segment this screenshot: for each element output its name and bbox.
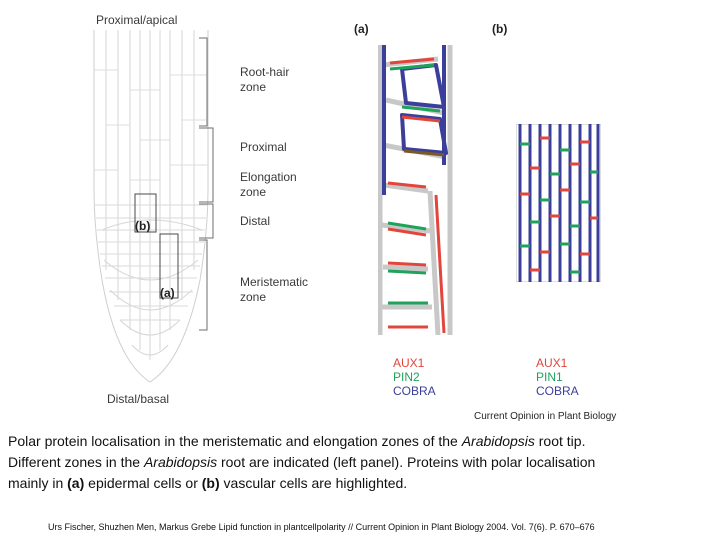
caption-line-1: Polar protein localisation in the merist… bbox=[8, 431, 708, 452]
zone-root-hair-label: Root-hair zone bbox=[240, 65, 289, 95]
legend-b-aux1: AUX1 bbox=[536, 356, 579, 370]
caption-line-2: Different zones in the Arabidopsis root … bbox=[8, 452, 708, 473]
zone-meristematic-label: Meristematic zone bbox=[240, 275, 308, 305]
box-a-label: (a) bbox=[160, 286, 175, 300]
panel-b-legend: AUX1 PIN1 COBRA bbox=[536, 356, 579, 398]
zone-proximal-label: Proximal bbox=[240, 140, 287, 155]
label-proximal-apical: Proximal/apical bbox=[96, 13, 177, 28]
zone-distal-label: Distal bbox=[240, 214, 270, 229]
legend-a-aux1: AUX1 bbox=[393, 356, 436, 370]
figure-source: Current Opinion in Plant Biology bbox=[474, 411, 616, 422]
panel-a-tag: (a) bbox=[354, 22, 369, 36]
panel-a-micrograph bbox=[378, 45, 453, 335]
zone-elongation-label: Elongation zone bbox=[240, 170, 297, 200]
legend-a-pin2: PIN2 bbox=[393, 370, 436, 384]
panel-b-micrograph bbox=[516, 124, 601, 282]
caption-line-3: mainly in (a) epidermal cells or (b) vas… bbox=[8, 473, 708, 494]
citation: Urs Fischer, Shuzhen Men, Markus Grebe L… bbox=[48, 522, 595, 532]
legend-b-cobra: COBRA bbox=[536, 384, 579, 398]
box-b-label: (b) bbox=[135, 219, 150, 233]
figure-caption: Polar protein localisation in the merist… bbox=[8, 431, 708, 494]
legend-b-pin1: PIN1 bbox=[536, 370, 579, 384]
zone-brackets bbox=[195, 36, 225, 336]
legend-a-cobra: COBRA bbox=[393, 384, 436, 398]
panel-a-legend: AUX1 PIN2 COBRA bbox=[393, 356, 436, 398]
label-distal-basal: Distal/basal bbox=[107, 392, 169, 407]
panel-b-tag: (b) bbox=[492, 22, 507, 36]
